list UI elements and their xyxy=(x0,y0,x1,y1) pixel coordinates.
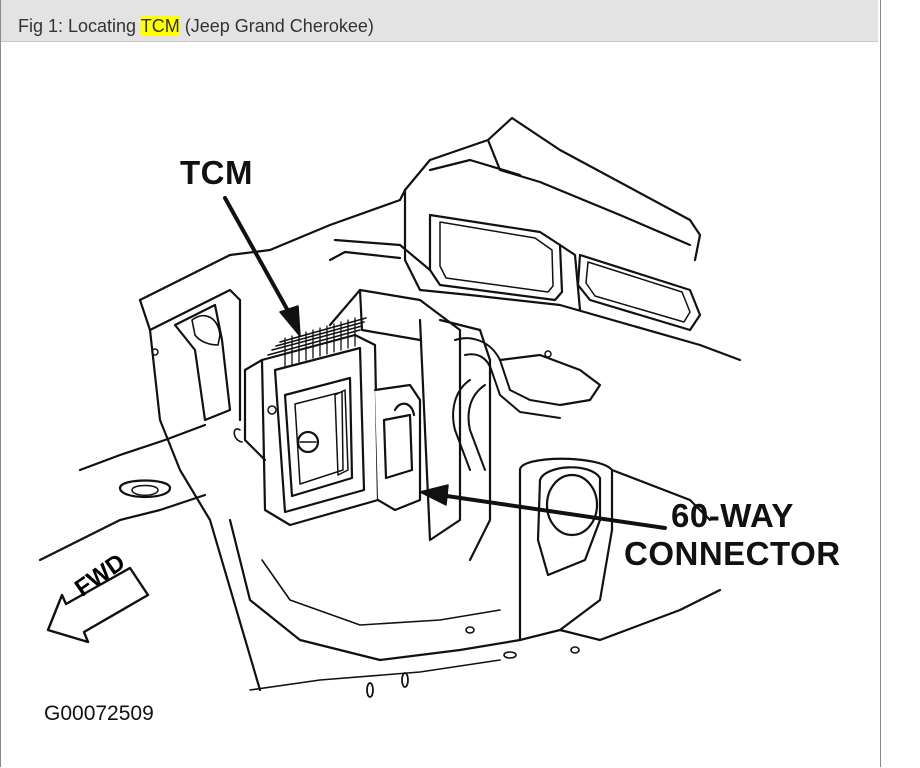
connector-arrowhead xyxy=(419,484,449,506)
caption-highlight: TCM xyxy=(140,16,180,36)
caption-suffix: (Jeep Grand Cherokee) xyxy=(179,16,374,36)
tcm-module xyxy=(233,317,380,527)
figure-header: Fig 1: Locating TCM (Jeep Grand Cherokee… xyxy=(1,0,878,42)
figure-caption: Fig 1: Locating TCM (Jeep Grand Cherokee… xyxy=(18,15,374,37)
connector-callout-label-line2: CONNECTOR xyxy=(624,535,841,572)
fwd-arrow xyxy=(46,566,150,644)
caption-prefix: Fig 1: Locating xyxy=(18,16,141,36)
connector-leader-line xyxy=(438,493,667,530)
fender-shock-mount xyxy=(118,479,172,498)
figure-panel xyxy=(0,0,881,767)
connector-callout-label-line1: 60-WAY xyxy=(671,497,794,534)
tcm-leader-line xyxy=(223,196,294,320)
cowl-edge xyxy=(403,138,692,247)
floor-pan xyxy=(228,518,522,662)
page-margin xyxy=(881,0,920,768)
firewall-opening-left xyxy=(428,213,564,302)
figure-number: G00072509 xyxy=(44,702,154,725)
strut-tower xyxy=(518,457,614,642)
inner-fender xyxy=(138,188,407,302)
tcm-arrowhead xyxy=(279,305,301,337)
firewall xyxy=(403,188,742,362)
cowl-inner xyxy=(428,158,522,177)
coolant-hose xyxy=(454,337,561,406)
engine-bay-diagram xyxy=(38,116,742,698)
tcm-callout-label: TCM xyxy=(180,154,253,191)
cowl-panel xyxy=(486,116,702,262)
connector-60-way xyxy=(334,383,422,512)
